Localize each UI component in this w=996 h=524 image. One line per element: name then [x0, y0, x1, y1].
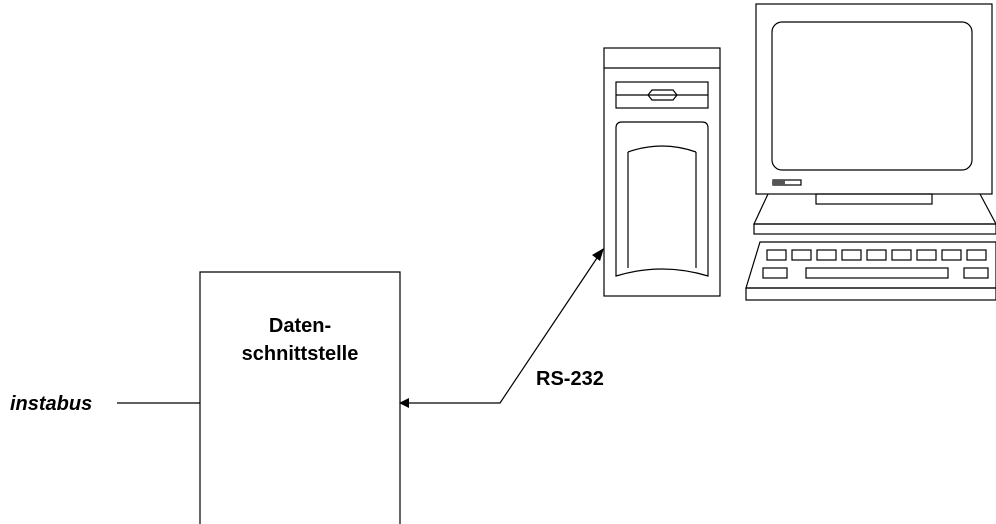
- interface-box: [199, 271, 401, 524]
- pc-tower-icon: [603, 47, 721, 297]
- interface-label-line1: Daten-: [269, 315, 331, 337]
- arrow-to-computer: [592, 248, 604, 261]
- connection-label: RS-232: [536, 368, 604, 390]
- interface-label-line2: schnittstelle: [242, 343, 359, 365]
- arrow-to-interface: [399, 398, 409, 408]
- keyboard-icon: [745, 241, 996, 301]
- monitor-icon: [753, 3, 996, 235]
- bus-label: instabus: [10, 393, 92, 415]
- rs232-line: [407, 257, 598, 404]
